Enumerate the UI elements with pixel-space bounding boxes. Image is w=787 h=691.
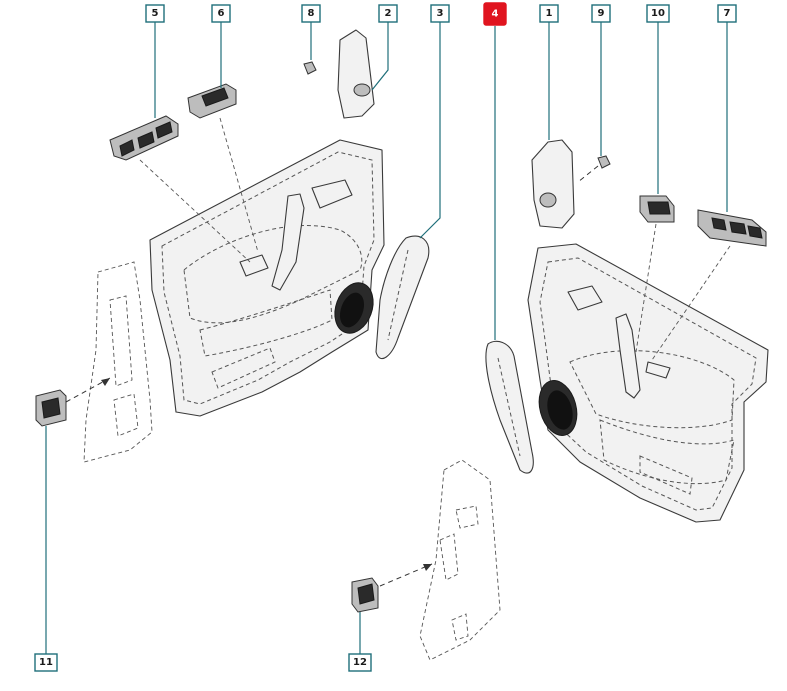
- callout-label: 4: [492, 9, 499, 20]
- callout-label: 2: [385, 8, 392, 19]
- right-pillar-trim: [419, 459, 501, 661]
- callout-2[interactable]: 2: [378, 4, 398, 23]
- callout-label: 7: [724, 8, 731, 19]
- callout-4-selected[interactable]: 4: [483, 2, 507, 26]
- callout-1[interactable]: 1: [539, 4, 559, 23]
- single-switch-left: [187, 83, 259, 253]
- small-switch-11: [35, 389, 67, 427]
- callout-5[interactable]: 5: [145, 4, 165, 23]
- leader-lines: [45, 22, 728, 654]
- callout-12[interactable]: 12: [348, 653, 372, 672]
- left-door-trim-panel: [149, 139, 385, 417]
- door-pull-handle-left: [271, 193, 305, 291]
- window-switch-panel-right: [651, 209, 767, 361]
- callout-label: 6: [218, 8, 225, 19]
- callout-9[interactable]: 9: [591, 4, 611, 23]
- callout-8[interactable]: 8: [301, 4, 321, 23]
- callout-10[interactable]: 10: [646, 4, 670, 23]
- callout-label: 8: [308, 8, 315, 19]
- clip-part-8: [303, 61, 317, 75]
- mirror-trim-cover-left: [337, 29, 375, 119]
- door-armrest-right: [485, 340, 534, 474]
- left-pillar-trim: [83, 261, 153, 463]
- clip-part-9: [577, 155, 611, 183]
- callout-3[interactable]: 3: [430, 4, 450, 23]
- callout-label: 9: [598, 8, 605, 19]
- mirror-trim-cover-right: [531, 139, 575, 229]
- callout-label: 12: [353, 657, 367, 668]
- callout-label: 3: [437, 8, 444, 19]
- door-armrest-left: [375, 235, 430, 360]
- callout-label: 11: [39, 657, 53, 668]
- callout-11[interactable]: 11: [34, 653, 58, 672]
- door-pull-handle-right: [615, 313, 641, 399]
- single-switch-right: [635, 195, 675, 353]
- callout-label: 5: [152, 8, 159, 19]
- callout-label: 1: [546, 8, 553, 19]
- window-switch-panel-left: [109, 115, 251, 263]
- callout-6[interactable]: 6: [211, 4, 231, 23]
- small-switch-12: [351, 563, 433, 613]
- callout-label: 10: [651, 8, 665, 19]
- right-door-trim-panel: [527, 243, 769, 523]
- callout-7[interactable]: 7: [717, 4, 737, 23]
